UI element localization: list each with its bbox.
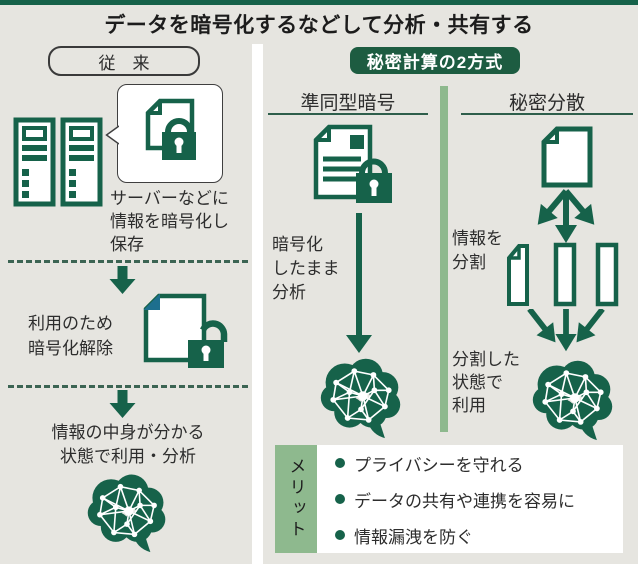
methods-badge: 秘密計算の2方式 <box>350 47 520 74</box>
merit-item: データの共有や連携を容易に <box>335 487 623 512</box>
down-arrow-icon <box>109 390 136 418</box>
bullet-icon <box>335 530 345 540</box>
document-icon <box>541 126 593 188</box>
secret-sharing-underline <box>461 113 633 115</box>
server-rack-icon <box>13 117 103 207</box>
methods-badge-label: 秘密計算の2方式 <box>366 53 504 72</box>
split-document-strip-icon <box>553 242 577 307</box>
ai-brain-network-icon <box>80 468 174 554</box>
caption-split: 情報を 分割 <box>452 229 503 272</box>
page-title: データを暗号化するなどして分析・共有する <box>104 14 534 37</box>
diverging-arrows-icon <box>537 189 595 243</box>
conventional-label-box: 従 来 <box>48 46 200 76</box>
long-down-arrow-icon <box>346 213 372 353</box>
encrypted-doc-callout <box>105 84 223 183</box>
panel-divider <box>252 44 263 564</box>
merit-list: プライバシーを守れる データの共有や連携を容易に 情報漏洩を防ぐ <box>317 445 623 553</box>
merit-item-text: 情報漏洩を防ぐ <box>354 527 473 547</box>
homomorphic-header: 準同型暗号 <box>300 93 396 114</box>
split-document-strip-icon <box>507 244 529 306</box>
merit-label: メリット <box>286 457 306 541</box>
document-unlock-icon <box>143 293 228 368</box>
document-lines-lock-icon <box>313 124 392 203</box>
top-accent-bar <box>0 0 638 5</box>
callout-tail <box>105 125 119 145</box>
caption-decrypt: 利用のため 暗号化解除 <box>28 314 113 358</box>
secret-sharing-header: 秘密分散 <box>508 93 585 114</box>
conventional-label: 従 来 <box>98 53 150 73</box>
caption-store: サーバーなどに 情報を暗号化し 保存 <box>110 189 229 254</box>
merit-item: プライバシーを守れる <box>335 451 623 476</box>
document-lock-icon <box>145 98 196 160</box>
dashed-separator <box>8 260 248 263</box>
caption-analyze-encrypted: 暗号化 したまま 分析 <box>272 235 340 302</box>
merit-item-text: プライバシーを守れる <box>354 455 524 475</box>
down-arrow-icon <box>109 266 136 294</box>
bullet-icon <box>335 494 345 504</box>
merit-item-text: データの共有や連携を容易に <box>354 491 575 511</box>
dashed-separator <box>8 385 248 388</box>
ai-brain-network-icon <box>524 354 622 442</box>
ai-brain-network-icon <box>313 352 409 440</box>
bullet-icon <box>335 458 345 468</box>
merit-band: メリット <box>275 445 317 553</box>
merit-item: 情報漏洩を防ぐ <box>335 523 623 548</box>
caption-plain-use: 情報の中身が分かる 状態で利用・分析 <box>51 423 205 466</box>
caption-split-use: 分割した 状態で 利用 <box>452 350 520 415</box>
converging-arrows-icon <box>527 309 605 352</box>
column-divider <box>440 86 448 432</box>
homomorphic-underline <box>268 113 428 115</box>
split-document-strip-icon <box>595 242 619 307</box>
